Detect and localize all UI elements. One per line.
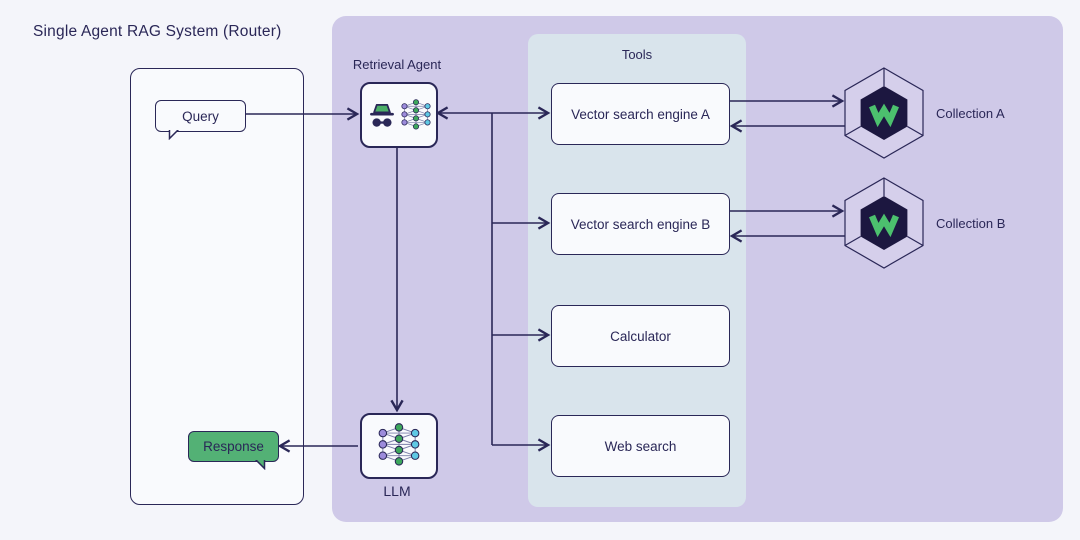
response-bubble: Response <box>188 431 279 470</box>
collection-b-label: Collection B <box>936 216 1006 231</box>
neural-network-icon <box>378 423 420 466</box>
tool-label: Calculator <box>610 328 671 344</box>
tools-area-title: Tools <box>621 47 653 62</box>
llm-label: LLM <box>383 483 411 499</box>
neural-network-icon <box>401 98 431 129</box>
speech-tail-icon <box>168 130 180 140</box>
retrieval-agent-label: Retrieval Agent <box>352 57 442 72</box>
diagram-title: Single Agent RAG System (Router) <box>33 23 282 40</box>
weaviate-hexagon-icon <box>844 67 924 159</box>
collection-a-label: Collection A <box>936 106 1005 121</box>
weaviate-hexagon-icon <box>844 177 924 269</box>
incognito-agent-icon <box>370 103 394 127</box>
tool-vector-search-b: Vector search engine B <box>551 193 730 255</box>
tool-label: Web search <box>604 438 677 454</box>
response-label: Response <box>203 439 264 454</box>
retrieval-agent-node <box>360 82 438 148</box>
query-label: Query <box>182 108 219 124</box>
tool-label: Vector search engine B <box>570 216 711 232</box>
query-bubble: Query <box>155 100 246 140</box>
speech-tail-icon <box>254 460 266 470</box>
tool-label: Vector search engine A <box>571 106 710 122</box>
tool-vector-search-a: Vector search engine A <box>551 83 730 145</box>
tool-web-search: Web search <box>551 415 730 477</box>
llm-node <box>360 413 438 479</box>
tool-calculator: Calculator <box>551 305 730 367</box>
